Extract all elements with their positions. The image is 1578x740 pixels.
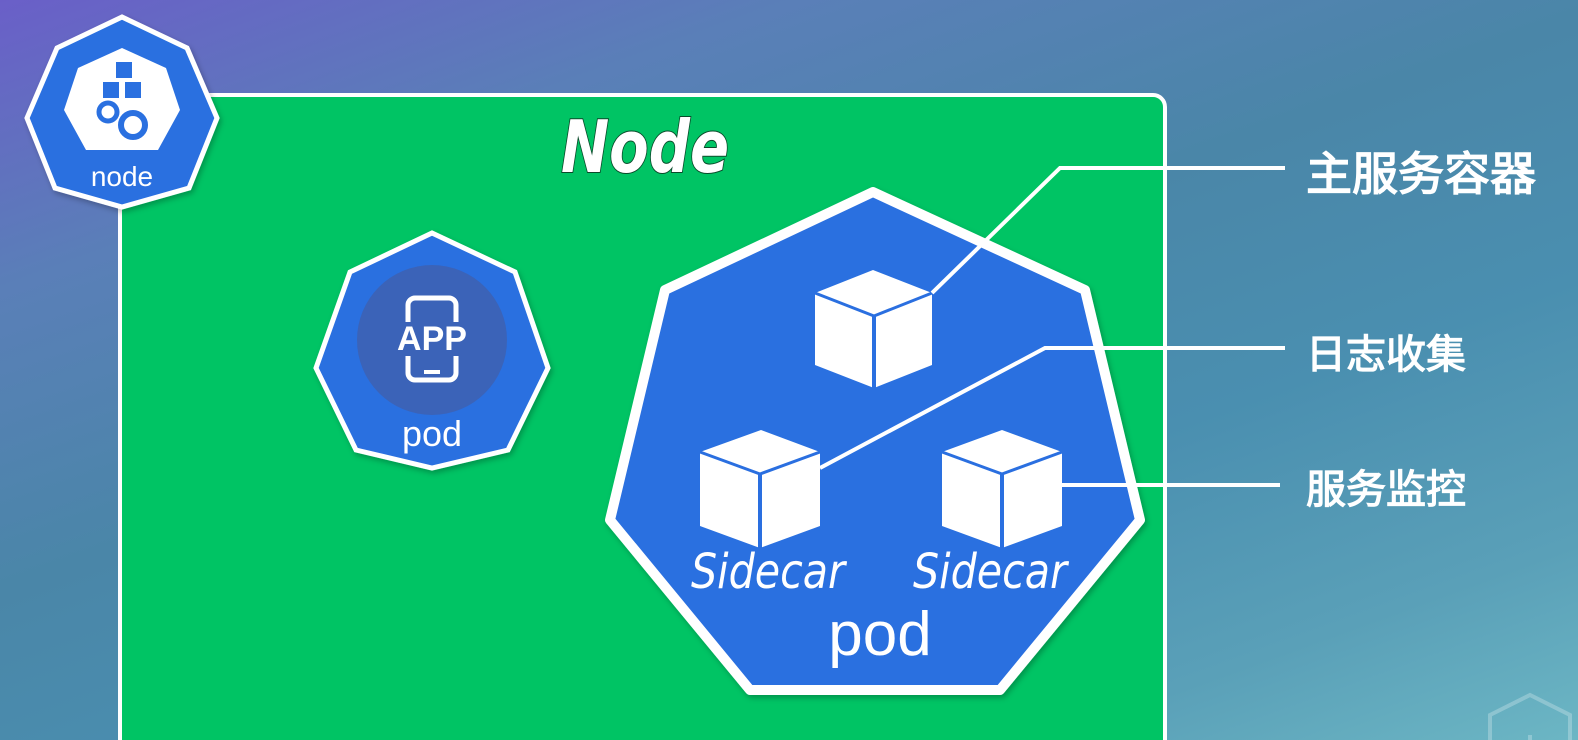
big-pod-label: pod xyxy=(828,600,931,669)
sidecar-left-cube xyxy=(699,430,821,548)
node-badge-label: node xyxy=(91,161,153,192)
callout-line-log xyxy=(819,346,1285,470)
callout-service-monitoring: 服务监控 xyxy=(1306,468,1466,512)
small-pod-label: pod xyxy=(402,413,462,454)
cubes-gear-icon xyxy=(96,62,148,140)
callout-line-main xyxy=(930,166,1285,295)
node-box-title: Node xyxy=(561,105,729,189)
watermark-cube-icon xyxy=(1488,692,1572,740)
sidecar-left-label: Sidecar xyxy=(691,544,848,600)
main-container-cube xyxy=(814,270,933,388)
sidecar-right-cube xyxy=(941,430,1063,548)
node-badge: node xyxy=(24,14,220,210)
callout-log-collection: 日志收集 xyxy=(1306,333,1466,377)
node-badge-inner xyxy=(64,48,180,150)
big-pod xyxy=(605,187,1145,695)
small-pod: APP pod xyxy=(313,230,551,471)
callout-lines xyxy=(819,166,1285,487)
callout-main-service-container: 主服务容器 xyxy=(1306,148,1537,200)
big-pod-heptagon xyxy=(605,187,1145,695)
app-icon-text: APP xyxy=(397,320,467,358)
sidecar-right-label: Sidecar xyxy=(913,544,1070,600)
